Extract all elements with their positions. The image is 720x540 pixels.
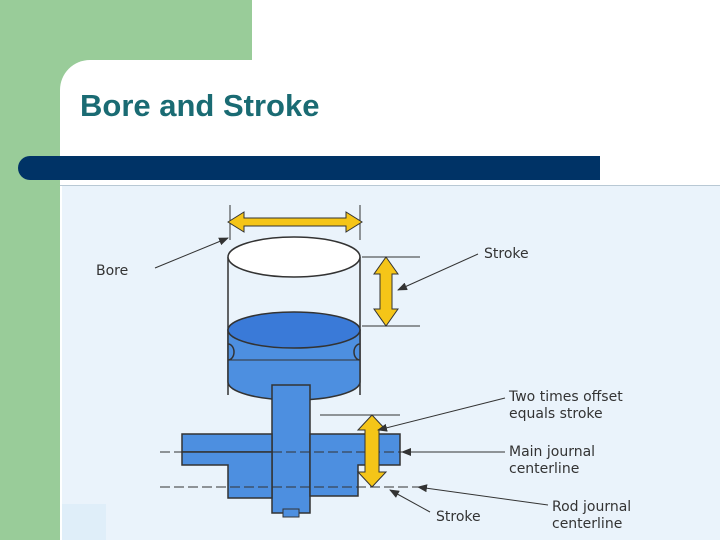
label-main-journal-line1: Main journal bbox=[509, 444, 595, 460]
stroke-arrow-top bbox=[362, 256, 420, 327]
diagram-area bbox=[62, 186, 720, 540]
label-stroke-top: Stroke bbox=[484, 246, 529, 262]
leader-lines bbox=[154, 237, 549, 513]
title-separator-line bbox=[60, 185, 720, 186]
bore-arrow bbox=[227, 205, 363, 240]
corner-square bbox=[62, 504, 106, 540]
label-main-journal-line2: centerline bbox=[509, 461, 579, 477]
label-bore: Bore bbox=[96, 263, 128, 279]
slide-title: Bore and Stroke bbox=[80, 88, 320, 123]
label-stroke-bottom: Stroke bbox=[436, 509, 481, 525]
label-offset-line2: equals stroke bbox=[509, 406, 603, 422]
piston bbox=[227, 311, 361, 401]
title-underline-bar bbox=[18, 156, 600, 180]
label-offset-line1: Two times offset bbox=[508, 389, 623, 405]
label-rod-journal-line1: Rod journal bbox=[552, 499, 631, 515]
connecting-rod bbox=[271, 384, 311, 518]
label-rod-journal-line2: centerline bbox=[552, 516, 622, 532]
